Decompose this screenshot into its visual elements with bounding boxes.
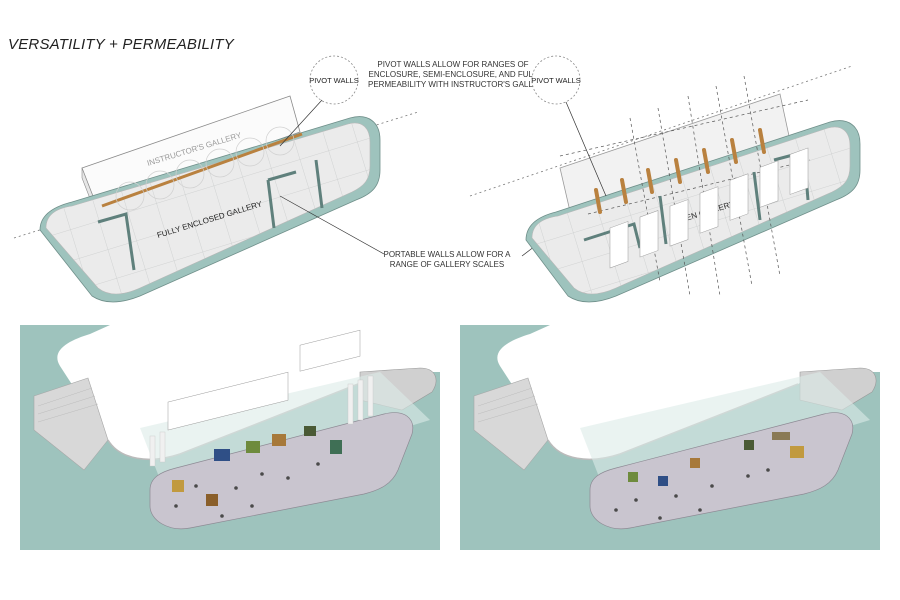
render-right-pivot-walls: [609, 147, 809, 269]
left-gallery-floor: [39, 116, 381, 303]
render-left-people: [174, 462, 320, 518]
portable-walls-leader-left: [279, 195, 385, 255]
right-pivot-walls-label: PIVOT WALLS: [531, 76, 581, 85]
pivot-note-line-1: PIVOT WALLS ALLOW FOR RANGES OF: [377, 60, 529, 69]
right-pivot-walls-open: [594, 128, 766, 214]
render-left-artworks: [172, 426, 342, 506]
portable-note-line-2: RANGE OF GALLERY SCALES: [389, 260, 505, 269]
left-pivot-walls-label: PIVOT WALLS: [309, 76, 359, 85]
render-right-people: [614, 468, 770, 520]
render-open-gallery: [460, 147, 880, 550]
pivot-walls-note: PIVOT WALLS ALLOW FOR RANGES OF ENCLOSUR…: [368, 60, 550, 90]
left-pivot-swing-arcs: [115, 126, 295, 211]
left-pivot-leader-line: [279, 99, 323, 147]
sheet-title: VERSATILITY + PERMEABILITY: [8, 36, 234, 53]
portable-walls-note: PORTABLE WALLS ALLOW FOR A RANGE OF GALL…: [372, 250, 522, 270]
pivot-note-line-2: ENCLOSURE, SEMI-ENCLOSURE, AND FULL: [368, 70, 538, 79]
left-pivot-walls-bubble: [309, 55, 359, 105]
left-pivot-walls-closed: [101, 132, 303, 208]
right-pivot-leader-line: [565, 101, 607, 197]
render-left-pivot-panels: [149, 375, 374, 467]
left-portable-walls: [97, 159, 324, 271]
pivot-note-line-3: PERMEABILITY WITH INSTRUCTOR'S GALLERY: [368, 80, 550, 89]
left-instructors-gallery-block: INSTRUCTOR'S GALLERY: [81, 95, 301, 215]
portable-note-line-1: PORTABLE WALLS ALLOW FOR A: [383, 250, 511, 259]
render-enclosed-gallery: [20, 325, 440, 550]
right-pivot-walls-bubble: [531, 55, 581, 105]
right-grid-dashed-lines: [559, 75, 811, 297]
right-axis-dotted-line: [469, 65, 853, 197]
render-right-artworks: [628, 432, 804, 486]
